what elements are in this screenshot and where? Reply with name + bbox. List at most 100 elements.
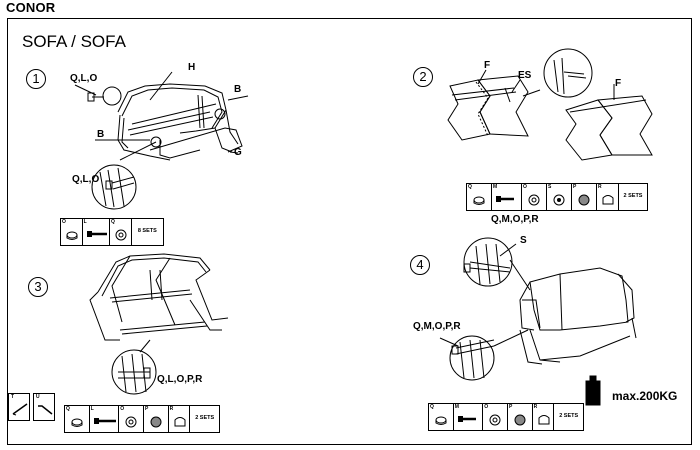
label-g: G — [234, 147, 242, 158]
part-cell: O — [522, 184, 547, 210]
part-code: Q — [468, 184, 472, 190]
parts-table-step2: Q M O S P R 2 SETS — [466, 183, 648, 211]
tool-t: T — [8, 393, 30, 421]
washer-icon — [489, 414, 501, 426]
sets-cell: 2 SETS — [190, 406, 219, 432]
washer-icon — [115, 229, 127, 241]
part-cell: P — [144, 406, 169, 432]
parts-table-step3: Q L O P R 2 SETS — [64, 405, 220, 433]
cap-nut-icon — [66, 231, 78, 240]
step-number-4: 4 — [410, 255, 430, 275]
part-cell: O — [61, 219, 83, 245]
tool-u: U — [33, 393, 55, 421]
washer-icon — [528, 194, 540, 206]
max-load-label: max.200KG — [612, 389, 678, 403]
part-cell: R — [597, 184, 619, 210]
parts-table-step1: O L Q 8 SETS — [60, 218, 164, 246]
part-cell: M — [492, 184, 522, 210]
label-q-l-o-top: Q,L,O — [70, 73, 98, 84]
part-code: R — [533, 404, 538, 410]
foot-cap-icon — [150, 416, 162, 428]
label-q-l-o-detail: Q,L,O — [72, 174, 100, 185]
part-cell: S — [547, 184, 572, 210]
part-cell: O — [483, 404, 508, 430]
cap-nut-icon — [71, 418, 83, 427]
sets-count: 2 SETS — [195, 415, 215, 421]
step-number-3: 3 — [28, 277, 48, 297]
foot-cap-icon — [578, 194, 590, 206]
part-code: O — [62, 219, 66, 225]
page-title: SOFA / SOFA — [22, 32, 126, 51]
part-code: P — [573, 184, 577, 190]
part-cell: Q — [110, 219, 132, 245]
part-code: Q — [430, 404, 434, 410]
bolt-icon — [457, 416, 476, 422]
step-number-1: 1 — [26, 69, 46, 89]
part-code: M — [493, 184, 498, 190]
part-cell: L — [90, 406, 120, 432]
bolt-icon — [93, 418, 116, 424]
part-cell: P — [508, 404, 533, 430]
step3-frame-illustration — [89, 253, 229, 395]
part-cell: M — [454, 404, 484, 430]
sets-cell: 2 SETS — [619, 184, 647, 210]
tool-code: T — [11, 394, 15, 400]
part-cell: Q — [429, 404, 454, 430]
part-cell: R — [169, 406, 191, 432]
end-cap-icon — [538, 415, 550, 425]
label-es: ES — [518, 70, 532, 81]
part-code: O — [484, 404, 489, 410]
part-code: R — [169, 406, 174, 412]
part-code: M — [454, 404, 459, 410]
instruction-frame — [7, 18, 692, 445]
part-cell: L — [83, 219, 111, 245]
cap-nut-icon — [435, 416, 447, 425]
brand-name: CONOR — [6, 0, 56, 15]
bolt-icon — [496, 196, 514, 202]
label-q-m-o-p-r-left: Q,M,O,P,R — [413, 321, 461, 332]
part-cell: Q — [467, 184, 492, 210]
part-code: P — [508, 404, 513, 410]
part-code: O — [120, 406, 125, 412]
end-cap-icon — [602, 195, 614, 205]
step-number-2: 2 — [413, 67, 433, 87]
parts-table-step4: Q M O P R 2 SETS — [428, 403, 584, 431]
part-cell: Q — [65, 406, 90, 432]
part-code: O — [523, 184, 527, 190]
nut-icon — [553, 194, 565, 206]
part-code: L — [90, 406, 94, 412]
washer-icon — [125, 416, 137, 428]
part-code: S — [548, 184, 552, 190]
part-cell: P — [572, 184, 597, 210]
step1-frame-illustration — [74, 71, 249, 210]
end-cap-icon — [174, 417, 186, 427]
sets-count: 8 SETS — [137, 228, 157, 234]
part-cell: R — [533, 404, 555, 430]
label-f-right: F — [615, 78, 622, 89]
sets-count: 2 SETS — [623, 193, 643, 199]
allen-key-icon — [38, 405, 53, 415]
step2-panels-illustration — [447, 48, 653, 161]
label-h: H — [188, 62, 196, 73]
screwdriver-icon — [12, 403, 28, 416]
part-cell: O — [119, 406, 144, 432]
foot-cap-icon — [514, 414, 526, 426]
part-code: R — [598, 184, 602, 190]
part-code: Q — [66, 406, 70, 412]
label-b-right: B — [234, 84, 242, 95]
sets-count: 2 SETS — [559, 413, 579, 419]
part-code: P — [144, 406, 149, 412]
bolt-icon — [86, 231, 107, 237]
sets-cell: 8 SETS — [132, 219, 163, 245]
cap-nut-icon — [473, 196, 485, 205]
label-q-m-o-p-r-top: Q,M,O,P,R — [491, 214, 539, 225]
label-s: S — [520, 235, 527, 246]
step4-sofa-illustration — [439, 237, 637, 406]
label-f-left: F — [484, 60, 491, 71]
part-code: L — [83, 219, 87, 225]
tool-code: U — [36, 394, 40, 400]
label-b-left: B — [97, 129, 105, 140]
sets-cell: 2 SETS — [554, 404, 583, 430]
part-code: Q — [111, 219, 115, 225]
